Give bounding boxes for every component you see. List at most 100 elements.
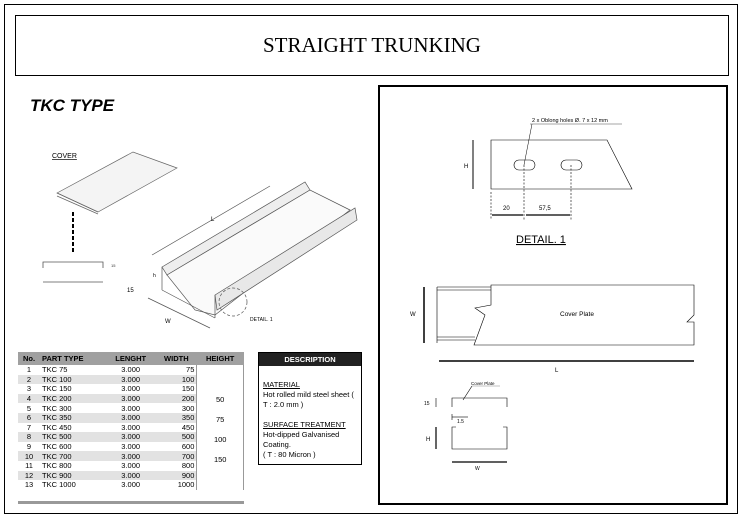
holes-note: 2 x Oblong holes Ø. 7 x 12 mm xyxy=(532,118,608,124)
row-no: 7 xyxy=(26,422,32,432)
row-no: 9 xyxy=(26,442,32,452)
material-text: Hot rolled mild steel sheet ( T : 2.0 mm… xyxy=(263,390,354,409)
description-box: DESCRIPTION MATERIAL Hot rolled mild ste… xyxy=(258,352,362,465)
cover-section-icon: 15 xyxy=(42,261,116,283)
row-part-type: TKC 700 xyxy=(40,451,106,461)
dim-15b: 15 xyxy=(111,263,116,268)
row-length: 3.000 xyxy=(105,412,156,423)
row-length: 3.000 xyxy=(121,422,141,432)
table-bottom-rule xyxy=(18,501,244,504)
section-W-label: W xyxy=(475,466,480,472)
detail-panel xyxy=(378,85,728,505)
row-part-type: TKC 150 xyxy=(42,384,72,394)
row-part-type: TKC 600 xyxy=(42,442,72,452)
row-no: 12 xyxy=(18,470,40,481)
row-no: 4 xyxy=(18,393,40,404)
material-title: MATERIAL xyxy=(263,380,300,389)
row-no: 6 xyxy=(18,412,40,423)
dim-15: 15 xyxy=(127,288,134,294)
row-no: 10 xyxy=(18,451,40,461)
plan-W-label: W xyxy=(410,312,416,318)
height-value: 150 xyxy=(213,455,227,464)
col-width: WIDTH xyxy=(155,352,197,365)
row-length: 3.000 xyxy=(105,470,156,481)
row-length: 3.000 xyxy=(121,365,141,375)
row-part-type: TKC 100 xyxy=(40,374,106,385)
section-H-label: H xyxy=(426,437,430,443)
detail-drawings: 2 x Oblong holes Ø. 7 x 12 mm H 20 57,5 … xyxy=(410,118,695,472)
row-part-type: TKC 450 xyxy=(42,422,72,432)
H-label: H xyxy=(464,164,468,170)
sheet-border xyxy=(4,4,738,514)
h-label: h xyxy=(153,273,156,279)
table-row: 3 TKC 150 3.000 150 xyxy=(18,384,244,394)
row-part-type: TKC 75 xyxy=(42,365,68,375)
surface-text: Hot-dipped Galvanised Coating. xyxy=(263,430,340,449)
trunking-illustration xyxy=(147,181,358,329)
row-length: 3.000 xyxy=(105,451,156,461)
type-label: TKC TYPE xyxy=(30,96,115,115)
row-part-type: TKC 350 xyxy=(40,412,106,423)
row-part-type: TKC 900 xyxy=(40,470,106,481)
row-width: 350 xyxy=(155,412,197,423)
table-row: 5 TKC 300 3.000 300 xyxy=(18,403,244,413)
row-no: 5 xyxy=(26,403,32,413)
row-width: 100 xyxy=(155,374,197,385)
row-width: 150 xyxy=(181,384,195,394)
L-label: L xyxy=(211,217,215,223)
row-width: 1000 xyxy=(177,480,195,490)
row-part-type: TKC 1000 xyxy=(42,480,76,490)
row-width: 300 xyxy=(181,403,195,413)
detail-1-label: DETAIL. 1 xyxy=(516,234,566,246)
row-width: 200 xyxy=(155,393,197,404)
row-no: 3 xyxy=(26,384,32,394)
section-cover-plate: Cover Plate xyxy=(471,381,495,386)
oblong-hole xyxy=(560,159,583,171)
page-title: STRAIGHT TRUNKING xyxy=(263,33,481,57)
row-length: 3.000 xyxy=(121,461,141,471)
description-header: DESCRIPTION xyxy=(259,353,361,366)
row-part-type: TKC 500 xyxy=(40,432,106,442)
cover-label: COVER xyxy=(52,153,77,160)
surface-title: SURFACE TREATMENT xyxy=(263,420,346,429)
row-width: 800 xyxy=(181,461,195,471)
title-box: STRAIGHT TRUNKING xyxy=(15,15,729,76)
table-row: 11 TKC 800 3.000 800 xyxy=(18,461,244,471)
oblong-hole xyxy=(513,159,536,171)
table-row: 7 TKC 450 3.000 450 xyxy=(18,423,244,433)
row-part-type: TKC 800 xyxy=(42,461,72,471)
row-no: 11 xyxy=(25,461,33,471)
row-width: 75 xyxy=(186,365,195,375)
row-width: 600 xyxy=(181,442,195,452)
row-length: 3.000 xyxy=(105,393,156,404)
col-height: HEIGHT xyxy=(196,352,244,365)
row-width: 450 xyxy=(181,422,195,432)
cross-section xyxy=(435,385,508,463)
col-no: No. xyxy=(18,352,40,365)
row-no: 13 xyxy=(24,480,34,490)
table-row: 13 TKC 1000 3.000 1000 xyxy=(18,480,244,490)
row-width: 900 xyxy=(155,470,197,481)
W-label: W xyxy=(165,319,171,325)
section-dim-15: 15 xyxy=(424,401,430,407)
row-length: 3.000 xyxy=(121,403,141,413)
cover-plate-illustration xyxy=(56,151,178,215)
row-length: 3.000 xyxy=(105,374,156,385)
row-part-type: TKC 300 xyxy=(42,403,72,413)
row-length: 3.000 xyxy=(121,480,141,490)
row-no: 8 xyxy=(18,432,40,442)
plan-cover-plate: Cover Plate xyxy=(560,311,594,318)
dim-20: 20 xyxy=(503,206,510,212)
surface-thickness: ( T : 80 Micron ) xyxy=(263,450,316,459)
row-length: 3.000 xyxy=(121,384,141,394)
row-part-type: TKC 200 xyxy=(40,393,106,404)
